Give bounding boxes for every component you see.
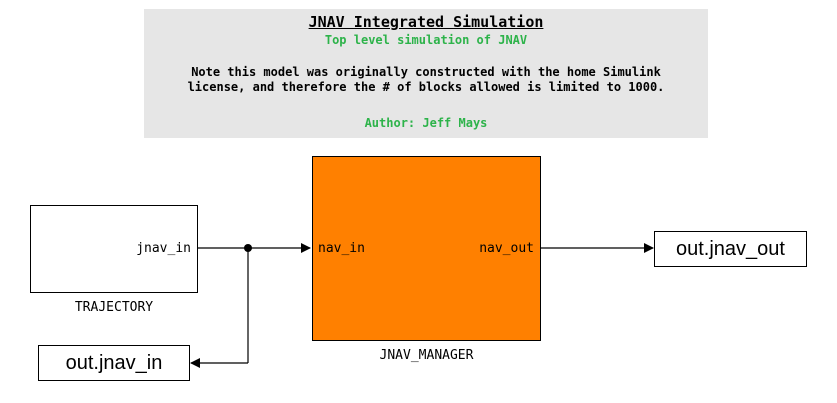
model-annotation[interactable]: JNAV Integrated Simulation Top level sim… [144,9,708,138]
annotation-note-line-2: license, and therefore the # of blocks a… [187,80,665,94]
manager-output-port-label: nav_out [479,241,534,256]
annotation-title: JNAV Integrated Simulation [308,13,544,31]
annotation-note-line-1: Note this model was originally construct… [191,65,661,79]
jnav-manager-block[interactable]: nav_in nav_out [312,156,541,341]
trajectory-output-port-label: jnav_in [136,241,191,256]
annotation-subtitle: Top level simulation of JNAV [324,33,528,47]
out-jnav-out-block[interactable]: out.jnav_out [654,231,807,267]
out-jnav-in-block[interactable]: out.jnav_in [38,345,190,381]
annotation-author: Author: Jeff Mays [364,116,488,130]
trajectory-block[interactable]: jnav_in [30,205,198,293]
trajectory-block-name: TRAJECTORY [74,300,154,315]
branch-point[interactable] [244,244,252,252]
manager-input-port-label: nav_in [318,241,365,256]
annotation-note: Note this model was originally construct… [144,65,708,95]
jnav-manager-block-name: JNAV_MANAGER [379,348,474,363]
